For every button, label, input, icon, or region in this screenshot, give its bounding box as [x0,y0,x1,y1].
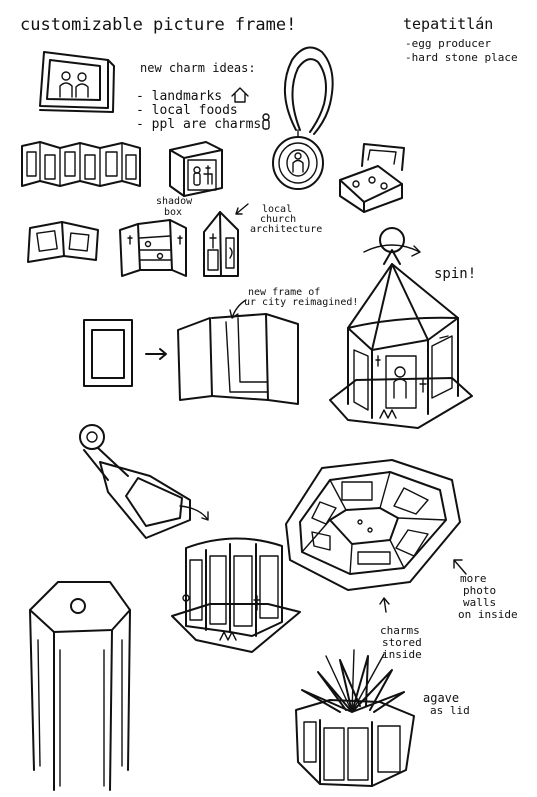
agave-pot-sketch [295,649,415,787]
shadow-box-label: box [164,207,182,218]
charm-idea-item: - local foods [136,103,238,118]
triptych-cabinet-sketch [119,219,187,277]
photo-walls-label: on inside [458,608,518,621]
photo-box-sketch [171,537,301,653]
church-label: church [260,214,296,225]
agave-label: agave [423,691,459,705]
page-title: customizable picture frame! [20,15,296,35]
open-box-sketch [339,143,405,213]
church-sketch [203,211,239,277]
photo-walls-label: photo [463,584,496,597]
arrow-icon [179,505,209,521]
place-fact: -egg producer [405,37,491,50]
arrow-icon [379,597,390,613]
photo-walls-label: more [460,572,487,585]
arrow-icon [235,203,249,215]
pendant-necklace-sketch [272,46,334,190]
church-label: architecture [250,224,322,235]
charms-stored-label: stored [382,636,422,649]
framed-photo-sketch [39,51,115,113]
shadow-box-label: shadow [156,196,193,207]
arrow-icon [453,559,467,575]
church-label: local [262,204,292,215]
simple-frame-sketch [83,319,133,387]
shadow-box-sketch [169,141,223,197]
charm-ideas-heading: new charm ideas: [140,61,256,75]
spinning-kiosk-sketch [329,227,473,429]
arrow-icon [145,348,167,360]
spin-label: spin! [434,266,476,282]
place-fact: -hard stone place [405,51,518,64]
open-frame-sketch [177,313,299,405]
charms-stored-label: inside [382,648,422,661]
charm-idea-item: - landmarks [136,89,222,104]
lantern-sketch [79,424,191,539]
folding-screen-sketch [21,141,141,187]
new-frame-label: new frame of [248,287,320,298]
agave-label: as lid [430,704,470,717]
open-book-sketch [27,221,99,263]
hexagonal-column-sketch [29,581,131,791]
new-frame-label: ur city reimagined! [244,297,358,308]
photo-walls-label: walls [463,596,496,609]
place-name: tepatitlán [403,15,493,33]
hexagonal-tray-sketch [285,459,461,591]
charms-stored-label: charms [380,624,420,637]
arrow-icon [229,299,247,319]
person-charm-icon [262,113,270,130]
charm-idea-item: - ppl are charms [136,117,261,132]
house-icon [231,87,249,103]
